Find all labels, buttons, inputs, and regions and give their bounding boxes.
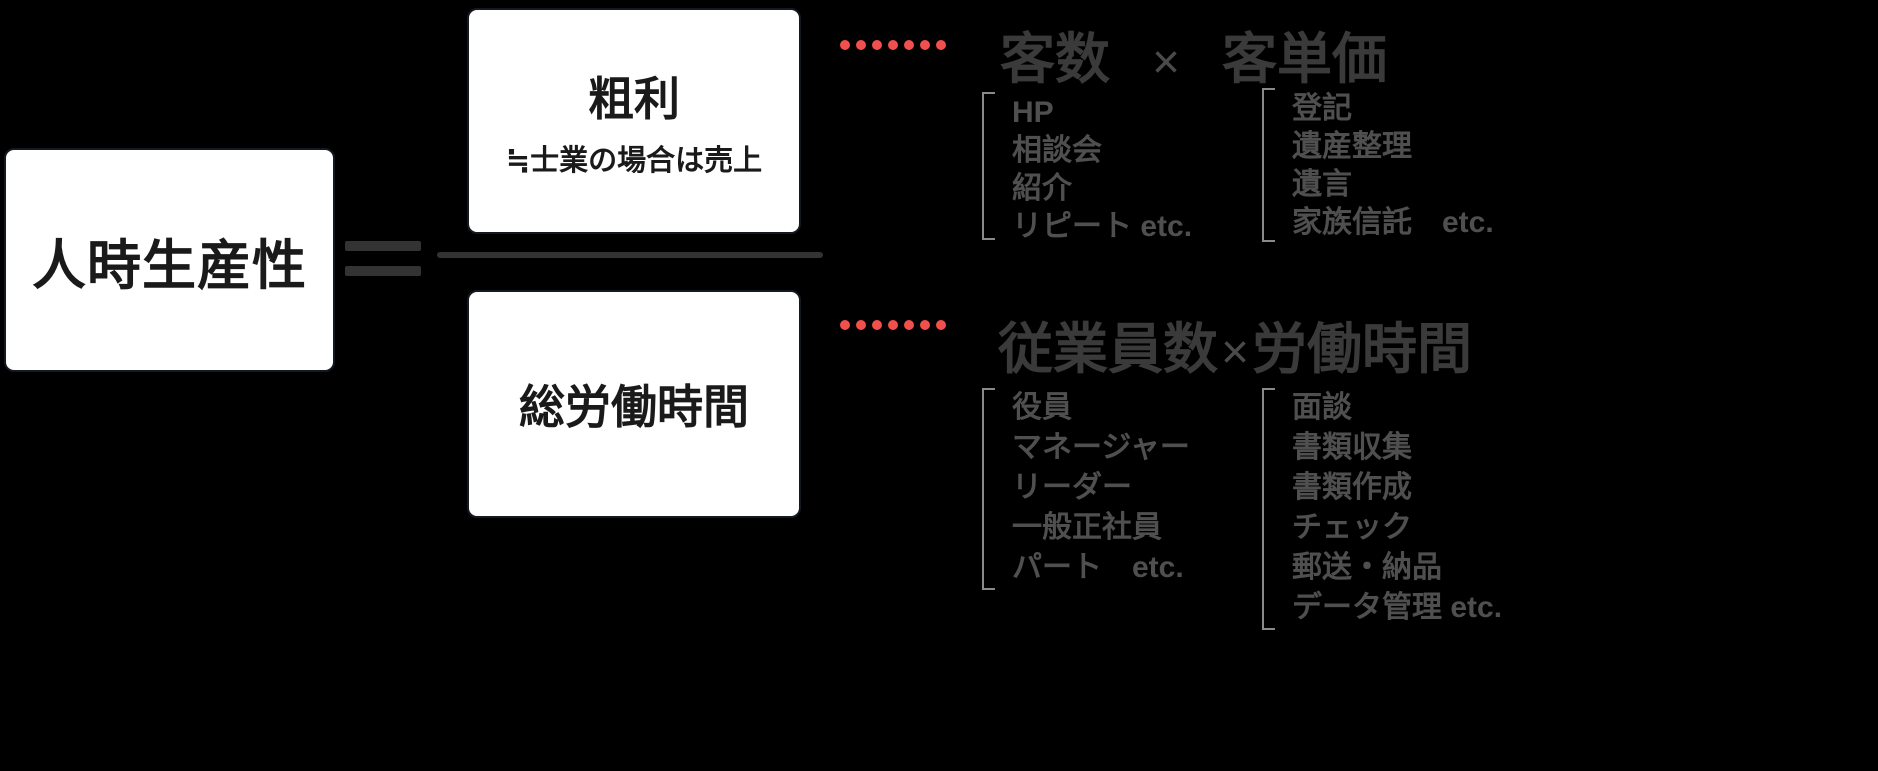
red-dot — [936, 320, 946, 330]
denominator-box: 総労働時間 — [467, 290, 801, 518]
list-item: 遺言 — [1292, 168, 1352, 201]
list-item: 面談 — [1292, 391, 1352, 424]
list-item: 書類収集 — [1292, 431, 1412, 464]
red-dot — [904, 320, 914, 330]
red-dot — [936, 40, 946, 50]
list-item: 遺産整理 — [1292, 130, 1412, 163]
list-item: 役員 — [1012, 391, 1072, 424]
list-item: 一般正社員 — [1012, 511, 1162, 544]
list-item: 登記 — [1292, 92, 1352, 125]
red-dot — [856, 40, 866, 50]
customer-spend-list: 登記 遺産整理 遺言 家族信託 etc. — [1292, 90, 1494, 242]
top-factor1-label: 客数 — [1000, 28, 1111, 90]
red-dot — [840, 320, 850, 330]
list-item: HP — [1012, 96, 1054, 129]
red-dot — [920, 320, 930, 330]
multiply-icon: × — [1152, 36, 1181, 89]
numerator-subtitle: ≒士業の場合は売上 — [505, 145, 763, 177]
bottom-factor1-label: 従業員数 — [998, 318, 1219, 380]
list-item: 郵送・納品 — [1292, 551, 1442, 584]
red-dot — [920, 40, 930, 50]
left-bracket-icon — [982, 388, 995, 590]
equals-sign — [345, 241, 421, 276]
list-item: データ管理 etc. — [1292, 591, 1503, 624]
dotted-connector-bottom — [840, 320, 946, 330]
left-bracket-icon — [982, 92, 995, 240]
numerator-title: 粗利 — [588, 73, 680, 125]
red-dot — [872, 40, 882, 50]
list-item: パート etc. — [1012, 551, 1184, 584]
list-item: リピート etc. — [1012, 210, 1193, 243]
list-item: 相談会 — [1012, 134, 1102, 167]
work-task-list: 面談 書類収集 書類作成 チェック 郵送・納品 データ管理 etc. — [1292, 388, 1502, 628]
dotted-connector-top — [840, 40, 946, 50]
multiply-icon: × — [1221, 326, 1250, 379]
list-item: チェック — [1292, 511, 1412, 544]
list-item: 家族信託 etc. — [1292, 206, 1494, 239]
red-dot — [904, 40, 914, 50]
customer-count-list: HP 相談会 紹介 リピート etc. — [1012, 94, 1192, 246]
denominator-title: 総労働時間 — [519, 381, 749, 433]
top-factor2-label: 客単価 — [1222, 28, 1388, 90]
list-item: 紹介 — [1012, 172, 1072, 205]
fraction-line — [437, 252, 823, 258]
left-bracket-icon — [1262, 388, 1275, 630]
result-box: 人時生産性 — [4, 148, 335, 372]
numerator-box: 粗利 ≒士業の場合は売上 — [467, 8, 801, 234]
red-dot — [872, 320, 882, 330]
left-bracket-icon — [1262, 88, 1275, 242]
employee-type-list: 役員 マネージャー リーダー 一般正社員 パート etc. — [1012, 388, 1190, 588]
list-item: リーダー — [1012, 471, 1132, 504]
top-breakdown-heading: 客数 × 客単価 — [1000, 14, 1387, 94]
list-item: 書類作成 — [1292, 471, 1412, 504]
red-dot — [856, 320, 866, 330]
red-dot — [888, 40, 898, 50]
red-dot — [840, 40, 850, 50]
list-item: マネージャー — [1012, 431, 1190, 464]
result-label: 人時生産性 — [32, 235, 307, 296]
bottom-factor2-label: 労働時間 — [1252, 318, 1473, 380]
equals-bar-top — [345, 241, 421, 251]
red-dot — [888, 320, 898, 330]
bottom-breakdown-heading: 従業員数 × 労働時間 — [998, 304, 1472, 384]
equals-bar-bottom — [345, 266, 421, 276]
